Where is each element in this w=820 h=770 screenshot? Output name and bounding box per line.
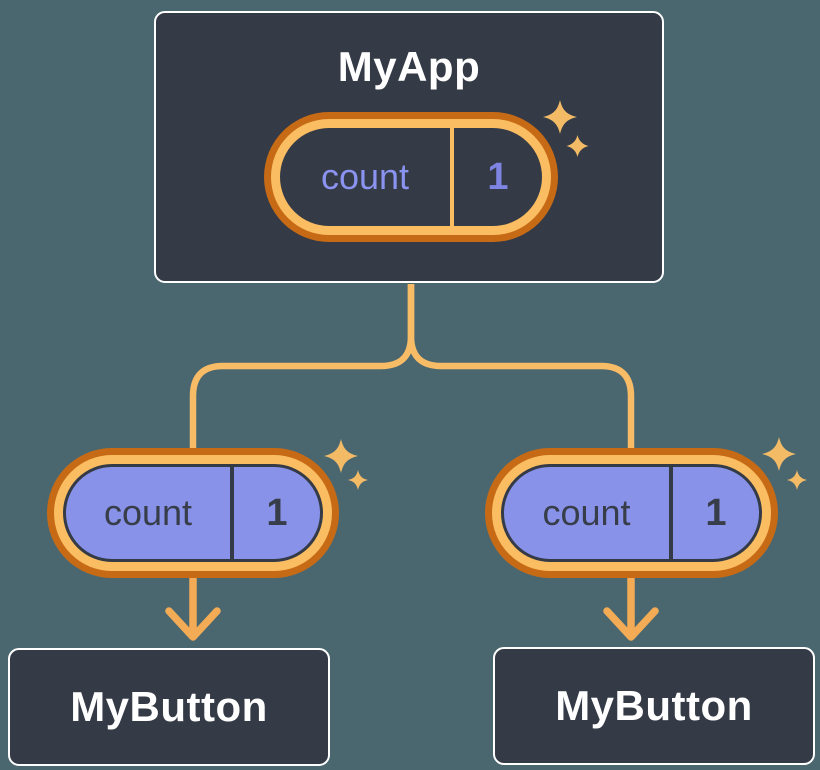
state-pill-value: 1 (487, 155, 509, 198)
prop-pill-label: count (103, 492, 193, 533)
component-title: MyApp (337, 43, 481, 90)
pill-divider (669, 467, 673, 559)
sparkle-icon (324, 439, 358, 473)
component-card-mybutton-right: MyButton (493, 647, 815, 765)
prop-pill-value: 1 (266, 491, 288, 534)
prop-pill-left: count 1 (47, 448, 339, 578)
tree-connector-right (407, 284, 635, 470)
prop-pill-ring: count 1 (492, 455, 771, 571)
arrow-down-icon (165, 607, 221, 641)
component-title: MyButton (70, 683, 268, 730)
pill-divider (230, 467, 234, 559)
sparkle-icon (348, 470, 368, 490)
pill-divider (450, 128, 454, 226)
component-card-mybutton-left: MyButton (8, 648, 330, 766)
component-title: MyButton (555, 682, 753, 729)
state-pill-label: count (320, 156, 410, 197)
prop-pill-ring: count 1 (54, 455, 332, 571)
prop-pill-right: count 1 (485, 448, 778, 578)
prop-pill-label: count (542, 492, 631, 533)
tree-connector-left (189, 284, 415, 470)
sparkle-icon (787, 470, 807, 490)
sparkle-icon (762, 437, 796, 471)
arrow-down-icon (603, 607, 659, 641)
state-pill-ring: count 1 (271, 119, 551, 235)
state-pill: count 1 (264, 112, 558, 242)
prop-pill-value: 1 (705, 491, 727, 534)
